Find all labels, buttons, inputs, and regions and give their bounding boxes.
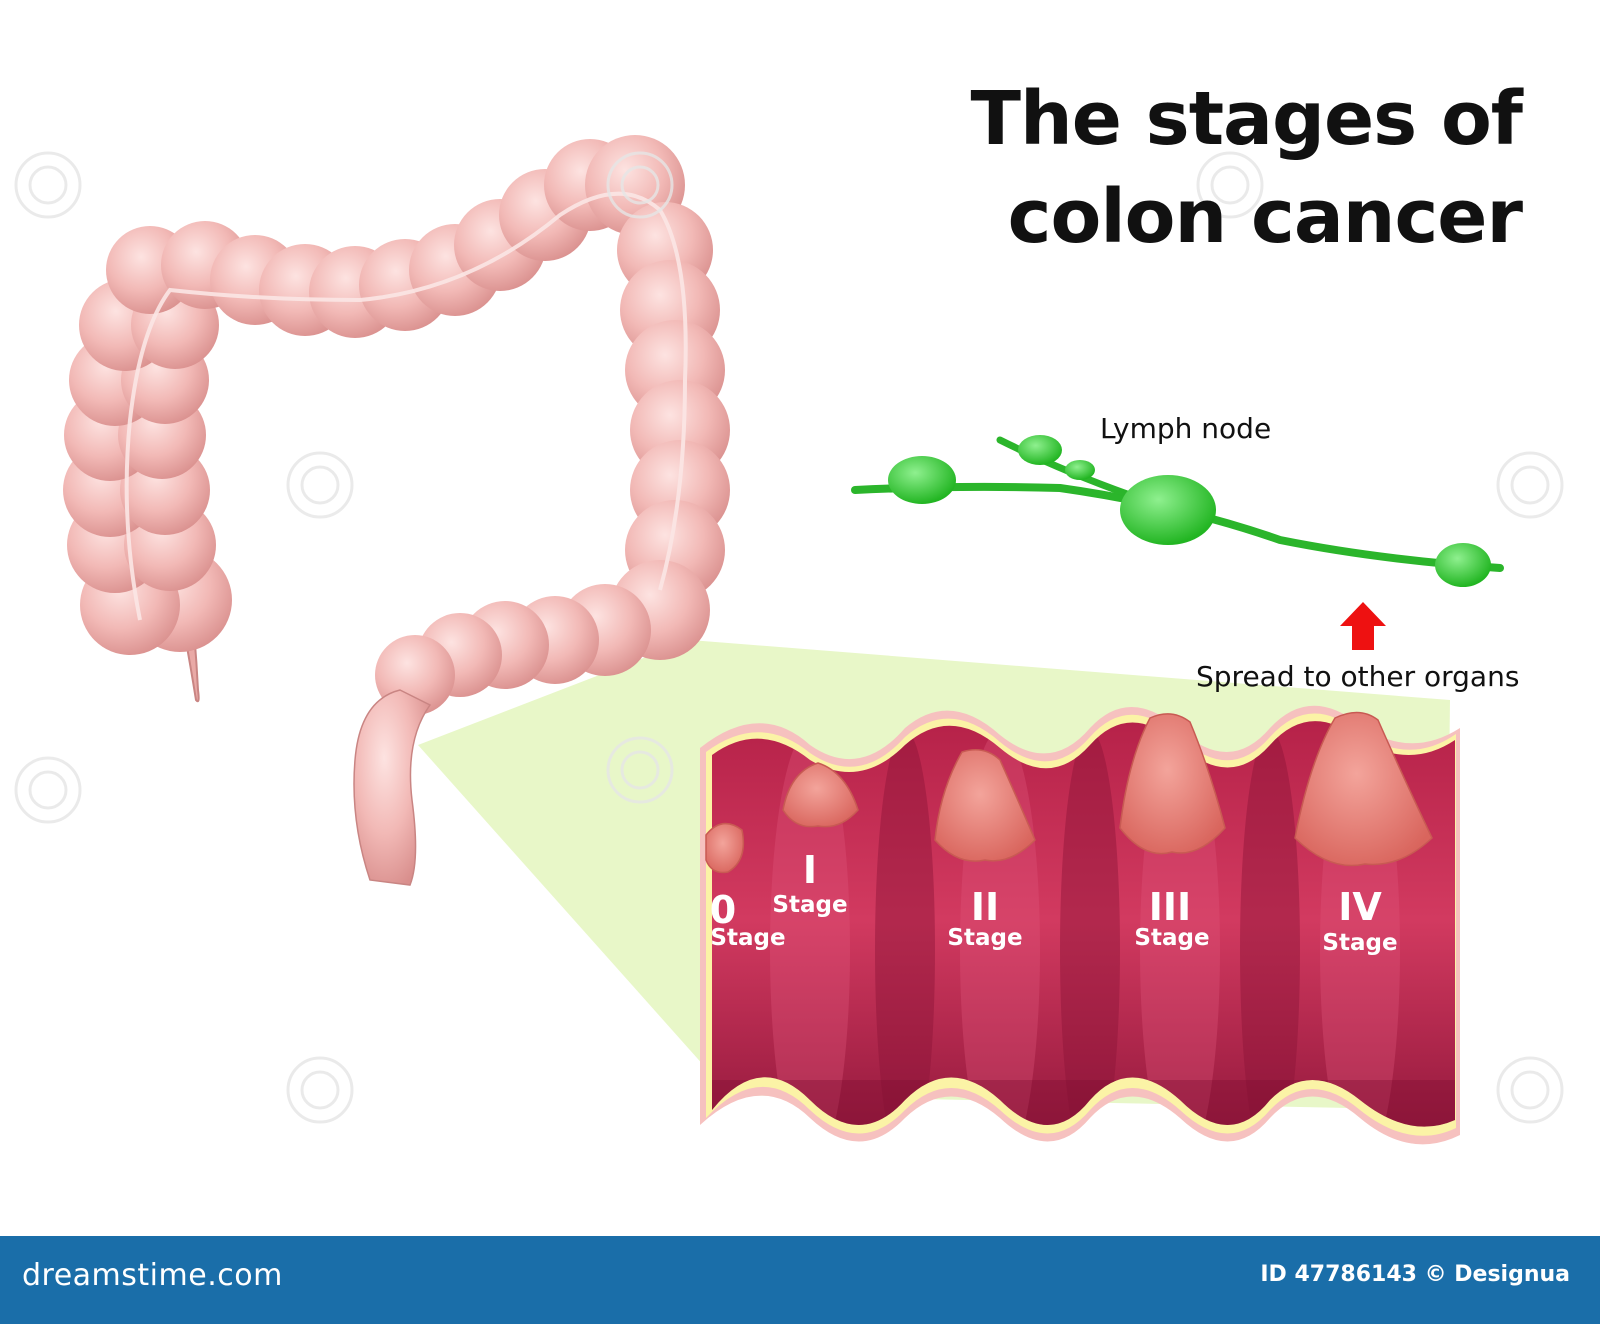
stage-2-numeral: II	[970, 885, 1000, 929]
stage-3-word: Stage	[1134, 925, 1210, 951]
stage-3-numeral: III	[1148, 885, 1192, 929]
stage-2-word: Stage	[947, 925, 1023, 951]
colon-cross-section	[700, 705, 1460, 1145]
page-title: The stages of colon cancer	[970, 70, 1523, 266]
footer-brand: dreamstime.com	[22, 1258, 283, 1293]
title-line-1: The stages of	[970, 76, 1523, 162]
stage-1-numeral: I	[802, 848, 818, 892]
title-line-2: colon cancer	[1007, 174, 1523, 260]
stage-4-numeral: IV	[1338, 885, 1382, 929]
footer-bar: dreamstime.com ID 47786143 © Designua	[0, 1236, 1600, 1324]
lymph-node-illustration	[851, 435, 1504, 587]
stage-4-word: Stage	[1322, 930, 1398, 956]
colon-illustration	[63, 135, 730, 886]
spread-label: Spread to other organs	[1196, 660, 1520, 693]
tumors	[705, 711, 1433, 874]
stage-1-word: Stage	[772, 892, 848, 918]
stage-0-numeral: 0	[709, 888, 737, 932]
footer-credit: ID 47786143 © Designua	[1260, 1262, 1570, 1287]
watermark	[14, 151, 1564, 1124]
lymph-node-label: Lymph node	[1100, 412, 1272, 445]
stage-0-word: Stage	[710, 925, 786, 951]
red-arrow-icon	[1340, 602, 1386, 650]
